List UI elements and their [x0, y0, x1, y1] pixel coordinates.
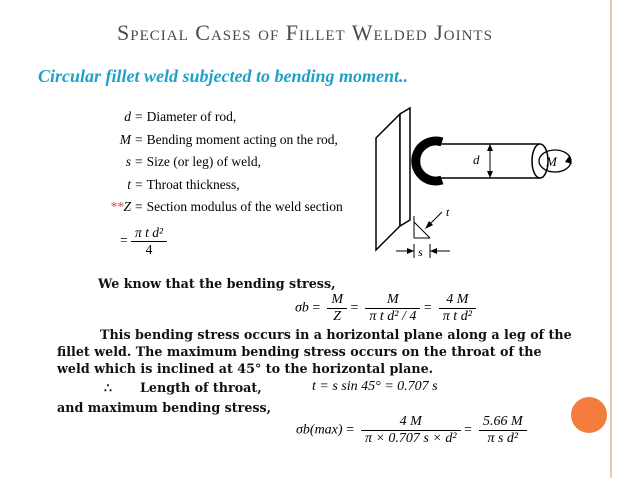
d-arrow-up	[487, 144, 493, 151]
d-arrow-down	[487, 171, 493, 178]
slide-border	[610, 0, 612, 478]
paragraph-line-1: This bending stress occurs in a horizont…	[100, 327, 572, 342]
max-stress-intro: and maximum bending stress,	[57, 400, 272, 415]
s-arrow-left	[407, 248, 414, 254]
M-label: M	[545, 154, 558, 169]
paragraph-line-2: fillet weld. The maximum bending stress …	[57, 344, 542, 359]
definition-d: d=Diameter of rod,	[124, 109, 237, 124]
accent-circle	[571, 397, 607, 433]
t-label: t	[446, 205, 450, 219]
throat-length-equation: t = s sin 45° = 0.707 s	[312, 379, 438, 394]
moment-symbol	[538, 149, 572, 173]
throat-length-label: Length of throat,	[140, 380, 262, 395]
plate-edge	[399, 106, 411, 228]
definition-s: s=Size (or leg) of weld,	[125, 154, 261, 169]
weld-diagram: d M t s	[375, 106, 572, 259]
s-label: s	[418, 245, 423, 259]
sigma-b: σb	[295, 300, 309, 316]
d-label: d	[473, 152, 480, 167]
definition-t: t=Throat thickness,	[127, 176, 240, 192]
throat-arrow	[425, 221, 433, 229]
definitions-list: d=Diameter of rod, M=Bending moment acti…	[95, 106, 343, 219]
slide-title: Special Cases of Fillet Welded Joints	[117, 20, 493, 45]
moment-arrowhead	[565, 156, 572, 164]
sigma-b-max: σb(max)	[296, 422, 343, 438]
circular-weld	[411, 136, 444, 186]
plate-side	[375, 112, 401, 252]
definition-Z: **Z=Section modulus of the weld section	[109, 199, 343, 214]
paragraph-line-3: weld which is inclined at 45° to the hor…	[57, 361, 434, 376]
weld-detail-hypotenuse	[413, 221, 431, 239]
slide-subtitle: Circular fillet weld subjected to bendin…	[38, 66, 409, 86]
s-arrow-right	[430, 248, 437, 254]
therefore-symbol: ∴	[104, 380, 113, 395]
definition-M: M=Bending moment acting on the rod,	[119, 131, 338, 147]
bending-stress-intro: We know that the bending stress,	[98, 276, 336, 291]
